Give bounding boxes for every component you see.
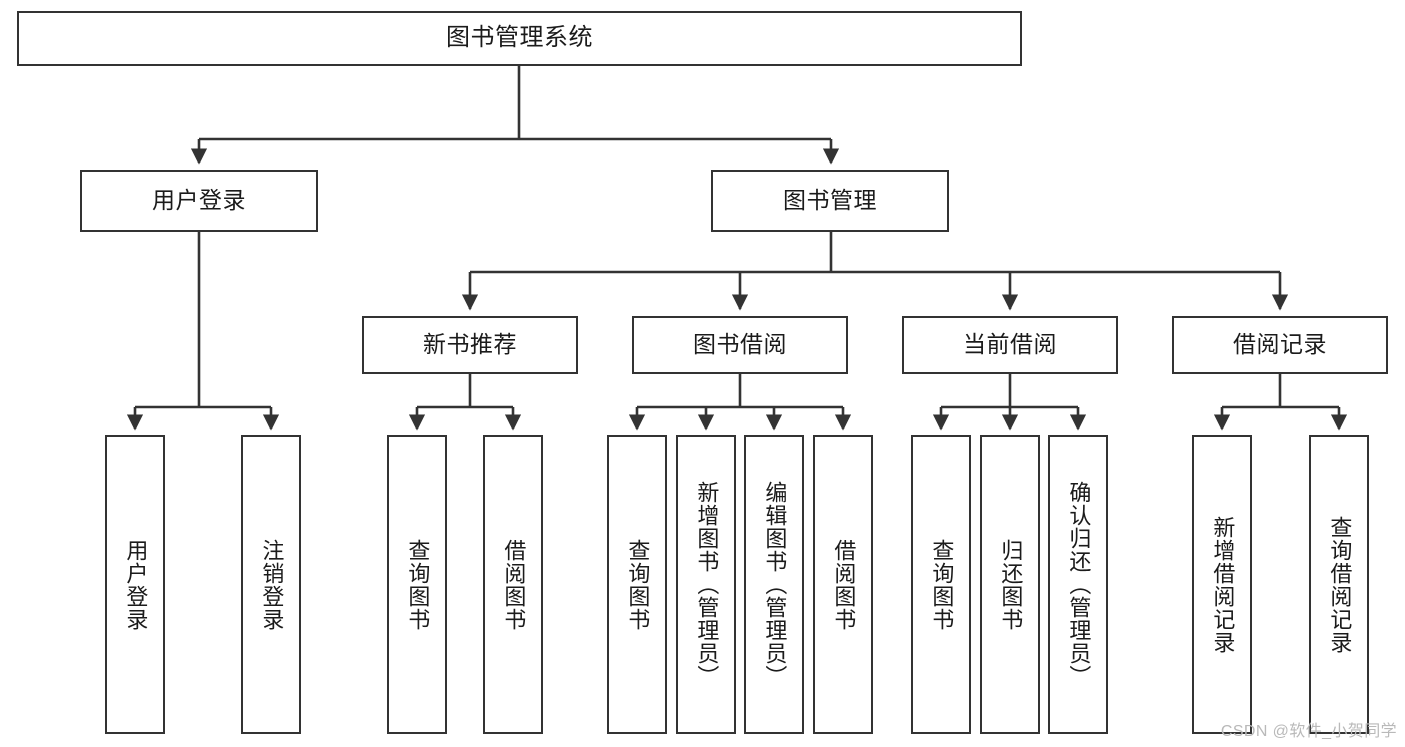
node-leaf-borrow-book-2[interactable]: 借阅图书	[813, 435, 873, 734]
node-leaf-return-book-label: 归还图书	[998, 538, 1024, 631]
node-leaf-confirm-return[interactable]: 确认归还（管理员）	[1048, 435, 1108, 734]
node-leaf-add-book[interactable]: 新增图书（管理员）	[676, 435, 736, 734]
node-leaf-query-record[interactable]: 查询借阅记录	[1309, 435, 1369, 734]
node-leaf-edit-book-label: 编辑图书（管理员）	[762, 481, 788, 688]
node-leaf-user-login-label: 用户登录	[123, 538, 149, 631]
node-current-borrow-label: 当前借阅	[963, 331, 1057, 358]
node-leaf-logout[interactable]: 注销登录	[241, 435, 301, 734]
node-leaf-query-book-2-label: 查询图书	[625, 538, 651, 631]
node-leaf-query-book-3-label: 查询图书	[929, 538, 955, 631]
node-root-label: 图书管理系统	[446, 24, 593, 52]
node-leaf-query-book-1-label: 查询图书	[405, 538, 431, 631]
node-leaf-borrow-book-2-label: 借阅图书	[831, 538, 857, 631]
node-leaf-add-record[interactable]: 新增借阅记录	[1192, 435, 1252, 734]
node-leaf-add-record-label: 新增借阅记录	[1210, 515, 1236, 654]
node-leaf-confirm-return-label: 确认归还（管理员）	[1066, 481, 1092, 688]
node-new-book-rec-label: 新书推荐	[423, 331, 517, 358]
node-leaf-return-book[interactable]: 归还图书	[980, 435, 1040, 734]
node-leaf-query-book-3[interactable]: 查询图书	[911, 435, 971, 734]
node-current-borrow[interactable]: 当前借阅	[902, 316, 1118, 374]
node-leaf-borrow-book-1-label: 借阅图书	[501, 538, 527, 631]
node-leaf-logout-label: 注销登录	[259, 538, 285, 631]
node-leaf-user-login[interactable]: 用户登录	[105, 435, 165, 734]
node-leaf-borrow-book-1[interactable]: 借阅图书	[483, 435, 543, 734]
node-leaf-query-book-2[interactable]: 查询图书	[607, 435, 667, 734]
node-leaf-query-record-label: 查询借阅记录	[1327, 515, 1353, 654]
node-borrow-record[interactable]: 借阅记录	[1172, 316, 1388, 374]
node-leaf-query-book-1[interactable]: 查询图书	[387, 435, 447, 734]
node-new-book-rec[interactable]: 新书推荐	[362, 316, 578, 374]
node-book-borrow[interactable]: 图书借阅	[632, 316, 848, 374]
node-borrow-record-label: 借阅记录	[1233, 331, 1327, 358]
node-leaf-edit-book[interactable]: 编辑图书（管理员）	[744, 435, 804, 734]
node-leaf-add-book-label: 新增图书（管理员）	[694, 481, 720, 688]
csdn-watermark: CSDN @软件_小贺同学	[1220, 723, 1397, 740]
node-user-login-label: 用户登录	[152, 187, 246, 214]
node-book-manage[interactable]: 图书管理	[711, 170, 949, 232]
node-book-borrow-label: 图书借阅	[693, 331, 787, 358]
node-root[interactable]: 图书管理系统	[17, 11, 1022, 66]
node-book-manage-label: 图书管理	[783, 187, 877, 214]
node-user-login[interactable]: 用户登录	[80, 170, 318, 232]
